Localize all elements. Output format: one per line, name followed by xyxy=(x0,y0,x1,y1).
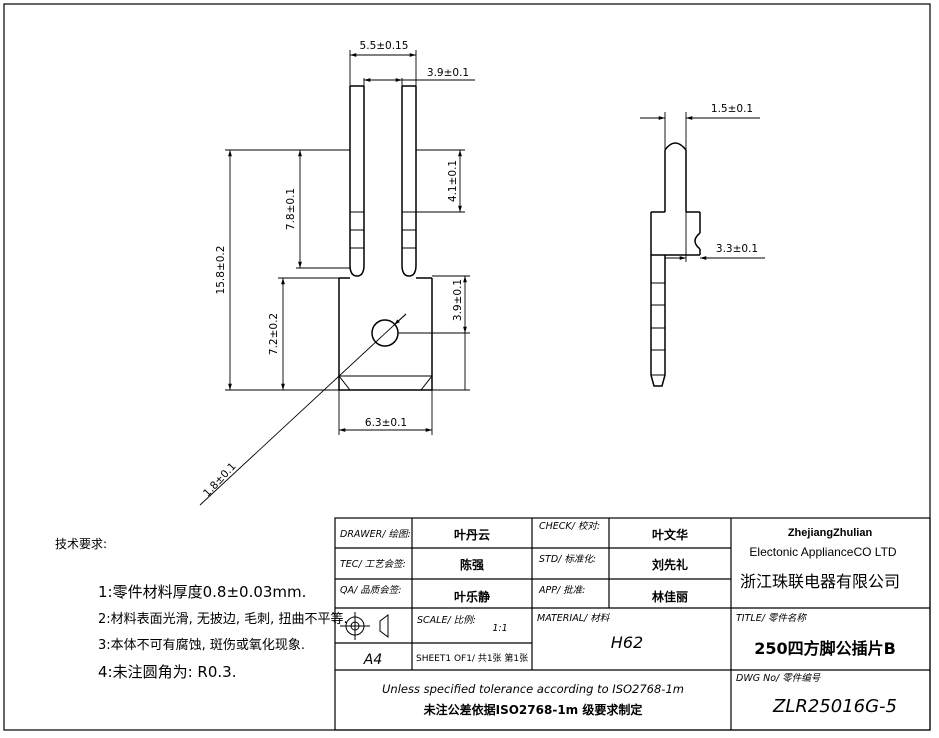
std-label: STD/ 标准化: xyxy=(539,554,596,565)
qa-name: 叶乐静 xyxy=(454,589,490,604)
scale-value: 1:1 xyxy=(492,623,507,634)
part-title: 250四方脚公插片B xyxy=(754,639,896,658)
dim-thickness: 1.5±0.1 xyxy=(711,103,753,115)
company-cn: 浙江珠联电器有限公司 xyxy=(740,572,900,591)
title-block-text: DRAWER/ 绘图: 叶丹云 CHECK/ 校对: 叶文华 TEC/ 工艺会签… xyxy=(340,520,900,717)
title-block-grid xyxy=(334,517,931,731)
dim-body-length: 7.2±0.2 xyxy=(268,313,280,355)
app-label: APP/ 批准: xyxy=(538,585,585,596)
drawer-label: DRAWER/ 绘图: xyxy=(340,528,411,540)
notes-heading: 技术要求: xyxy=(55,537,107,551)
tec-name: 陈强 xyxy=(460,557,484,572)
side-view xyxy=(650,142,701,387)
dim-hole-offset: 3.9±0.1 xyxy=(452,279,464,321)
tolerance-cn: 未注公差依据ISO2768-1m 级要求制定 xyxy=(423,702,643,717)
material-label: MATERIAL/ 材料 xyxy=(537,613,610,624)
tec-label: TEC/ 工艺会签: xyxy=(340,558,406,570)
dim-side-offset: 3.3±0.1 xyxy=(716,243,758,255)
company-en-2: Electonic ApplianceCO LTD xyxy=(749,545,897,559)
side-dimensions xyxy=(640,112,765,262)
front-dimension-labels: 5.5±0.15 3.9±0.1 4.1±0.1 7.8±0.1 15.8±0.… xyxy=(201,40,469,499)
side-dimension-labels: 1.5±0.1 3.3±0.1 xyxy=(711,103,758,255)
dim-hole-dia: 1.8±0.1 xyxy=(201,460,239,499)
dim-base-width: 6.3±0.1 xyxy=(365,417,407,429)
dim-total-length: 15.8±0.2 xyxy=(215,246,227,295)
front-dimensions xyxy=(199,50,475,506)
note-2: 2:材料表面光滑, 无披边, 毛刺, 扭曲不平等. xyxy=(98,611,348,627)
dim-top-width: 5.5±0.15 xyxy=(360,40,409,52)
check-label: CHECK/ 校对: xyxy=(539,520,600,532)
check-name: 叶文华 xyxy=(652,527,688,542)
company-en-1: ZhejiangZhulian xyxy=(788,527,873,539)
drawer-name: 叶丹云 xyxy=(454,527,490,542)
note-3: 3:本体不可有腐蚀, 斑伤或氧化现象. xyxy=(98,638,305,653)
dim-slot-depth: 4.1±0.1 xyxy=(447,160,459,202)
tab-marks xyxy=(350,211,416,249)
dwg-label: DWG No/ 零件编号 xyxy=(736,672,821,684)
sheet-info: SHEET1 OF1/ 共1张 第1张 xyxy=(416,652,528,664)
projection-symbol-icon xyxy=(340,612,389,640)
tolerance-en: Unless specified tolerance according to … xyxy=(382,682,684,696)
dim-top-gap: 3.9±0.1 xyxy=(427,67,469,79)
scale-label: SCALE/ 比例: xyxy=(417,615,476,626)
side-marks xyxy=(651,282,665,376)
paper-size: A4 xyxy=(363,652,382,668)
qa-label: QA/ 品质会签: xyxy=(340,584,401,596)
dim-tab-length: 7.8±0.1 xyxy=(285,188,297,230)
std-name: 刘先礼 xyxy=(652,557,688,572)
technical-notes: 技术要求: 1:零件材料厚度0.8±0.03mm. 2:材料表面光滑, 无披边,… xyxy=(55,537,348,681)
note-1: 1:零件材料厚度0.8±0.03mm. xyxy=(98,583,306,601)
dwg-number: ZLR25016G-5 xyxy=(772,696,897,717)
front-view xyxy=(338,85,433,391)
material-value: H62 xyxy=(611,633,643,652)
app-name: 林佳丽 xyxy=(652,589,688,604)
note-4: 4:未注圆角为: R0.3. xyxy=(98,663,236,681)
title-label: TITLE/ 零件名称 xyxy=(736,612,807,624)
